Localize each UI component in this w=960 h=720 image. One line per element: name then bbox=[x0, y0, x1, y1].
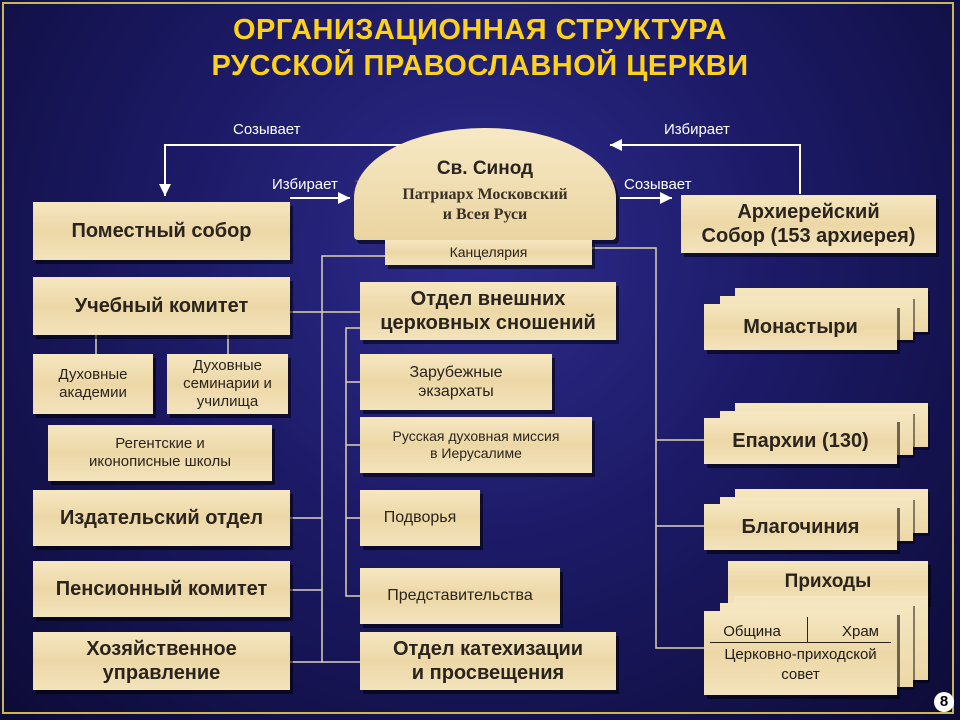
deaneries-box: Благочиния bbox=[704, 504, 897, 550]
exarchates-line-2: экзархаты bbox=[418, 383, 494, 400]
economic-line-1: Хозяйственное bbox=[86, 638, 237, 660]
dioceses-box: Епархии (130) bbox=[704, 418, 897, 464]
synod-name: Св. Синод bbox=[436, 158, 534, 179]
temple-label: Храм bbox=[841, 623, 879, 640]
external-line-2: церковных сношений bbox=[380, 312, 596, 334]
external-relations-box: Отдел внешних церковных сношений bbox=[360, 282, 616, 340]
catechesis-line-1: Отдел катехизации bbox=[392, 638, 584, 660]
title-line-1: ОРГАНИЗАЦИОННАЯ СТРУКТУРА bbox=[232, 14, 728, 46]
pension-committee-box: Пенсионный комитет bbox=[33, 561, 290, 617]
label-convenes-top: Созывает bbox=[233, 121, 301, 138]
parish-divider-horizontal bbox=[710, 642, 891, 643]
seminaries-line-1: Духовные bbox=[192, 357, 263, 374]
economic-management-box: Хозяйственное управление bbox=[33, 632, 290, 690]
patriarch-line-1: Патриарх Московский bbox=[402, 186, 568, 203]
label-convenes-right: Созывает bbox=[624, 176, 692, 193]
academies-line-1: Духовные bbox=[58, 366, 128, 383]
community-label: Община bbox=[723, 623, 781, 640]
parish-council-line-2: совет bbox=[781, 666, 820, 683]
parish-structure-box: Община Храм Церковно-приходской совет bbox=[704, 611, 897, 695]
catechesis-line-2: и просвещения bbox=[411, 662, 565, 684]
academies-box: Духовные академии bbox=[33, 354, 153, 414]
academies-line-2: академии bbox=[59, 384, 127, 401]
bishops-line-1: Архиерейский bbox=[737, 201, 880, 223]
catechesis-box: Отдел катехизации и просвещения bbox=[360, 632, 616, 690]
bishops-line-2: Собор (153 архиерея) bbox=[701, 225, 916, 247]
representations-box: Представительства bbox=[360, 568, 560, 624]
patriarch-line-2: и Всея Руси bbox=[442, 206, 528, 223]
jerusalem-mission-box: Русская духовная миссия в Иерусалиме bbox=[360, 417, 592, 473]
holy-synod-box: Св. Синод Патриарх Московский и Всея Рус… bbox=[354, 128, 616, 240]
parish-council-line-1: Церковно-приходской bbox=[724, 646, 877, 663]
bishops-council-box: Архиерейский Собор (153 архиерея) bbox=[681, 195, 936, 253]
podvorya-box: Подворья bbox=[360, 490, 480, 546]
arrow-convenes-local-council bbox=[159, 144, 440, 196]
mission-line-2: в Иерусалиме bbox=[430, 445, 522, 461]
external-line-1: Отдел внешних bbox=[410, 288, 566, 310]
regency-schools-box: Регентские и иконописные школы bbox=[48, 425, 272, 481]
exarchates-box: Зарубежные экзархаты bbox=[360, 354, 552, 410]
economic-line-2: управление bbox=[102, 662, 221, 684]
chancellery-box: Канцелярия bbox=[385, 240, 592, 265]
seminaries-line-3: училища bbox=[196, 393, 259, 410]
publishing-department-box: Издательский отдел bbox=[33, 490, 290, 546]
local-council-box: Поместный собор bbox=[33, 202, 290, 260]
monasteries-box: Монастыри bbox=[704, 304, 897, 350]
exarchates-line-1: Зарубежные bbox=[409, 363, 503, 381]
regency-line-1: Регентские и bbox=[115, 435, 205, 452]
seminaries-box: Духовные семинарии и училища bbox=[167, 354, 288, 414]
parish-divider-vertical bbox=[807, 617, 808, 643]
mission-line-1: Русская духовная миссия bbox=[392, 428, 560, 445]
regency-line-2: иконописные школы bbox=[89, 453, 231, 470]
arrow-elects-synod bbox=[610, 139, 801, 194]
label-elects-top: Избирает bbox=[664, 121, 730, 138]
seminaries-line-2: семинарии и bbox=[183, 375, 272, 392]
education-committee-box: Учебный комитет bbox=[33, 277, 290, 335]
label-elects-left: Избирает bbox=[272, 176, 338, 193]
title-line-2: РУССКОЙ ПРАВОСЛАВНОЙ ЦЕРКВИ bbox=[211, 50, 749, 82]
page-number-badge: 8 bbox=[934, 692, 954, 712]
